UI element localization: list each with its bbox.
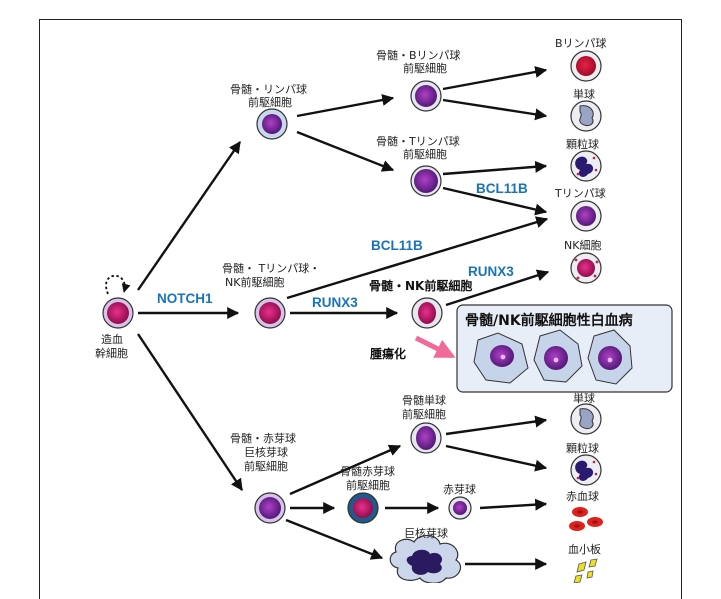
label-monocyte-1: 単球 [573, 87, 595, 101]
cell-erythroblast [448, 496, 472, 520]
arrow-lymphoid-t [296, 130, 395, 172]
label-megakaryoblast: 巨核芽球 [404, 526, 448, 540]
self-renewal-arrow [105, 274, 131, 295]
label-monocyte-progenitor-2: 前駆細胞 [402, 407, 446, 421]
label-erythro-mega-1: 骨髄・赤芽球 [230, 431, 296, 445]
cell-platelet [573, 558, 598, 583]
leukemia-cell-1 [473, 332, 529, 384]
labels: 造血 幹細胞 骨髄・リンパ球 前駆細胞 骨髄・Bリンパ球 前駆細胞 骨髄・Tリン… [95, 36, 633, 556]
label-platelet: 血小板 [568, 542, 601, 556]
gene-bcl11b-upper: BCL11B [476, 181, 528, 196]
gene-notch1: NOTCH1 [157, 291, 213, 306]
label-b-progenitor-2: 前駆細胞 [403, 61, 447, 75]
cell-hsc [102, 297, 134, 329]
gene-bcl11b-lower: BCL11B [371, 238, 423, 253]
label-t-progenitor-1: 骨髄・Tリンパ球 [376, 134, 460, 148]
leukemia-cell-2 [533, 329, 583, 383]
arrow-erythro-mega [285, 518, 384, 560]
arrow-mono-monocyte [445, 415, 548, 436]
arrow-b-monocyte [442, 98, 548, 121]
label-erythroblast: 赤芽球 [443, 482, 476, 496]
label-b-progenitor-1: 骨髄・Bリンパ球 [376, 48, 461, 62]
tumorigenesis-arrow [414, 335, 456, 359]
label-monocyte-2: 単球 [573, 391, 595, 405]
cell-monocyte-progenitor [410, 422, 442, 454]
arrow-t-granulocyte [442, 160, 548, 176]
leukemia-title: 骨髄/NK前駆細胞性白血病 [465, 312, 633, 329]
arrow-b-bcell [442, 66, 548, 91]
label-monocyte-progenitor-1: 骨髄単球 [402, 393, 446, 407]
arrow-hsc-lymphoid [137, 141, 241, 291]
cell-rbc [569, 507, 603, 531]
label-t-nk-progenitor-2: NK前駆細胞 [225, 275, 284, 289]
cell-megakaryoblast [389, 534, 461, 583]
cell-t-nk-progenitor [254, 297, 286, 329]
label-lymphoid-progenitor-1: 骨髄・リンパ球 [230, 82, 307, 96]
label-t-cell: Tリンパ球 [554, 186, 606, 200]
gene-runx3-lower: RUNX3 [312, 295, 358, 310]
label-nk-cell: NK細胞 [564, 239, 601, 252]
cell-t-progenitor [410, 165, 442, 197]
label-erythroid-progenitor-1: 骨髄赤芽球 [340, 464, 395, 478]
arrow-erythroblast-rbc [479, 498, 548, 511]
gene-runx3-upper: RUNX3 [468, 264, 514, 279]
cell-monocyte-2 [570, 403, 602, 435]
arrow-hsc-erythro [137, 333, 243, 491]
cell-erythroid-progenitor [347, 492, 379, 524]
label-granulocyte-2: 顆粒球 [566, 441, 599, 455]
label-hsc-1: 造血 [101, 332, 123, 346]
label-granulocyte-1: 顆粒球 [566, 137, 599, 151]
label-erythro-mega-2: 巨核芽球 [244, 445, 288, 459]
label-nk-progenitor: 骨髄・NK前駆細胞 [369, 278, 472, 293]
label-t-nk-progenitor-1: 骨髄・ Tリンパ球・ [222, 261, 320, 275]
cell-granulocyte-2 [570, 454, 602, 486]
leukemia-box [456, 304, 673, 393]
label-rbc: 赤血球 [566, 489, 599, 503]
cell-t-lymphocyte [570, 200, 602, 232]
diagram-frame [39, 19, 682, 599]
cell-nk-progenitor [411, 297, 443, 329]
arrow-erythro-mono [289, 444, 402, 496]
cell-monocyte-1 [570, 100, 602, 132]
arrow-t-tcell [442, 186, 548, 216]
cell-lymphoid-progenitor [256, 108, 288, 140]
leukemia-cell-3 [587, 329, 633, 385]
cell-granulocyte-1 [570, 150, 602, 182]
arrows [105, 66, 550, 570]
label-erythro-mega-3: 前駆細胞 [244, 459, 288, 473]
label-t-progenitor-2: 前駆細胞 [403, 147, 447, 161]
cell-b-lymphocyte [570, 50, 602, 82]
cell-erythro-mega-progenitor [254, 492, 286, 524]
label-hsc-2: 幹細胞 [95, 346, 128, 360]
hematopoiesis-diagram: 造血 幹細胞 骨髄・リンパ球 前駆細胞 骨髄・Bリンパ球 前駆細胞 骨髄・Tリン… [95, 36, 673, 583]
cell-b-progenitor [410, 80, 442, 112]
label-tumorigenesis: 腫瘍化 [370, 346, 406, 361]
arrow-lymphoid-b [296, 94, 395, 118]
cell-nk-cell [570, 252, 602, 284]
arrow-tnk-tcell [286, 216, 549, 300]
arrow-nk-nkcell [445, 269, 550, 307]
label-b-cell: Bリンパ球 [555, 36, 607, 50]
label-erythroid-progenitor-2: 前駆細胞 [346, 478, 390, 492]
arrow-mono-granulocyte [445, 444, 548, 472]
label-lymphoid-progenitor-2: 前駆細胞 [248, 95, 292, 109]
